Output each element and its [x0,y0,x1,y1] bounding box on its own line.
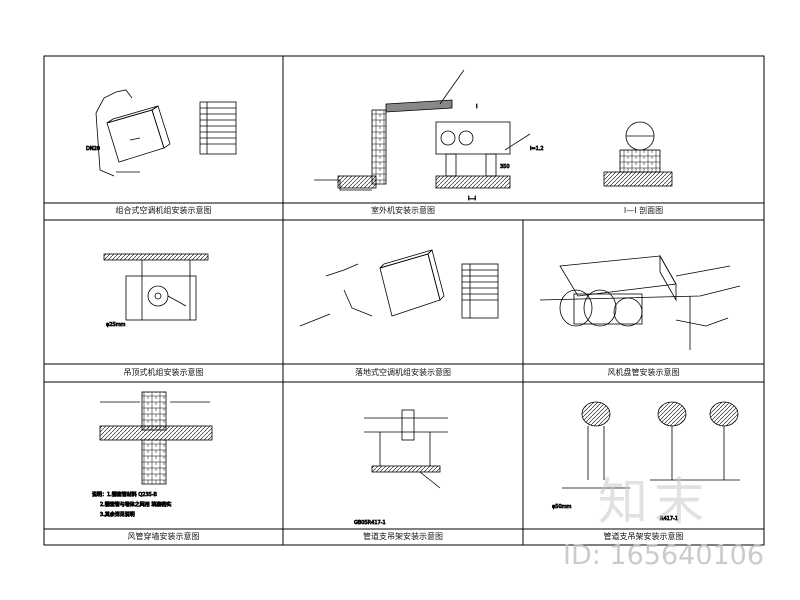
cell1-drawing: DN20 [86,89,237,177]
cell1-label: DN20 [86,146,100,152]
caption-cell7: 风管穿墙安装示意图 [127,532,200,541]
cell2-dim-label: 350 [500,164,510,170]
caption-cell4: 吊顶式机组安装示意图 [123,368,204,377]
cell9-diameter-label: φ50mm [552,504,572,510]
cell4-drawing: φ25mm [103,253,209,328]
cell8-ref-label: GB05R417-1 [354,520,386,526]
caption-cell2: 室外机安装示意图 [371,206,435,215]
cell5-drawing [299,249,499,327]
cell9-ref-label: R417-1 [660,516,678,522]
caption-cell9: 管道支吊架安装示意图 [603,532,684,541]
caption-cell3: I—I 剖面图 [623,206,664,215]
cell2-drawing: I 350 i=1.2 I—I [314,69,544,202]
cell7-note-1: 说明：1.钢套管材料 Q235-B [92,491,157,498]
grid-frame [43,55,765,546]
caption-cell5: 落地式空调机组安装示意图 [355,368,451,377]
cell4-diameter-label: φ25mm [106,322,126,328]
cell7-note-2: 2.钢套管与墙体之间用 填塞密实 [100,501,171,508]
cell9-drawing: φ50mm R417-1 [552,401,740,522]
caption-cell1: 组合式空调机组安装示意图 [115,206,212,215]
cell2-ratio-label: i=1.2 [530,146,544,152]
cell7-drawing: 说明：1.钢套管材料 Q235-B 2.钢套管与墙体之间用 填塞密实 3.其余详… [92,391,213,518]
caption-cell6: 风机盘管安装示意图 [607,368,680,377]
caption-cell8: 管道支吊架安装示意图 [363,532,443,541]
cell2-section-mark: I—I [468,196,476,202]
cell7-note-3: 3.其余详见说明 [100,511,135,518]
cell2-section-label: I [476,104,477,110]
cell3-drawing [603,121,673,187]
watermark-logo: 知末 [598,473,710,531]
watermark-id: ID: 165640106 [563,540,765,571]
cell6-drawing [539,254,741,350]
cell8-drawing: GB05R417-1 [354,409,448,526]
